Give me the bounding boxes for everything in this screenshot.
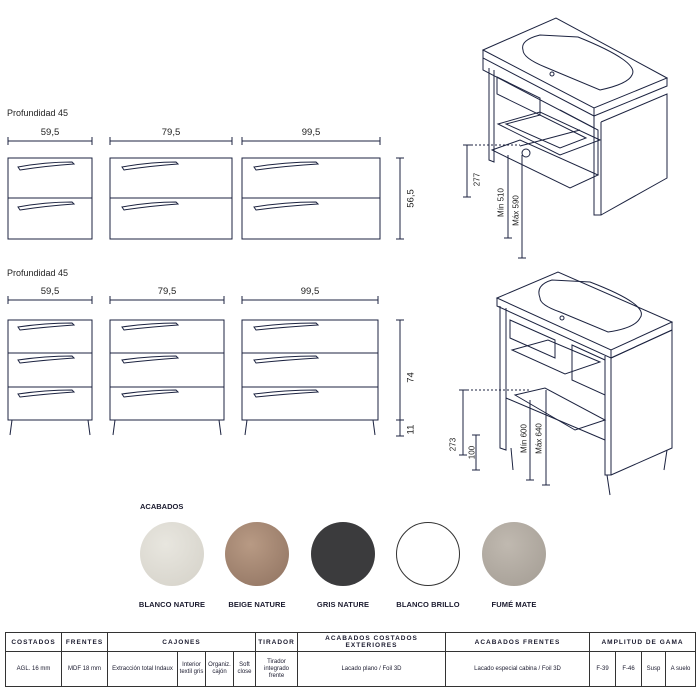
bottom-depth-label: Profundidad 45 [7,268,69,278]
header-acabados-frentes: ACABADOS FRENTES [445,632,590,652]
top-width-medium: 79,5 [161,127,181,138]
top-height: 56,5 [405,189,417,208]
swatch-fume-mate [482,522,546,586]
top-width-small: 59,5 [40,127,60,138]
bottom-width-medium: 79,5 [157,286,177,297]
cell-cajon-extraccion: Extracción total Indaux [107,651,178,687]
cell-cajon-softclose: Soft close [233,651,256,687]
cell-costados: AGL. 16 mm [5,651,62,687]
swatch-blanco-brillo [396,522,460,586]
header-costados: COSTADOS [5,632,62,652]
cell-acabados-costados: Lacado plano / Foil 3D [297,651,446,687]
swatch-label-blanco-nature: BLANCO NATURE [138,600,206,609]
header-frentes: FRENTES [61,632,108,652]
bottom-cabinet-medium [109,319,225,436]
cell-acabados-frentes: Lacado especial cabina / Foil 3D [445,651,590,687]
top-depth-label: Profundidad 45 [7,108,69,118]
iso-bottom-min: Mín 600 [519,424,529,453]
swatch-gris-nature [311,522,375,586]
header-cajones: CAJONES [107,632,256,652]
swatch-blanco-nature [140,522,204,586]
bottom-width-dims [7,296,404,437]
cell-frentes: MDF 18 mm [61,651,108,687]
swatch-beige-nature [225,522,289,586]
iso-top-max: Máx 590 [511,195,521,226]
top-cabinet-medium [109,157,233,240]
bottom-height: 74 [405,372,417,383]
spec-table: COSTADOS FRENTES CAJONES TIRADOR ACABADO… [5,632,697,687]
cell-cajon-organiz: Organiz. cajón [205,651,234,687]
bottom-cabinet-large [241,319,379,436]
swatch-label-gris-nature: GRIS NATURE [316,600,370,609]
cell-tirador: Tirador integrado frente [255,651,298,687]
header-acabados-costados: ACABADOS COSTADOS EXTERIORES [297,632,446,652]
bottom-cabinet-small [7,319,93,436]
cell-cajon-interior: Interior textil gris [177,651,206,687]
iso-bottom-100: 100 [467,445,477,460]
iso-floor-vanity [459,271,674,496]
iso-bottom-273: 273 [448,437,458,452]
bottom-width-small: 59,5 [40,286,60,297]
top-width-large: 99,5 [301,127,321,138]
top-cabinet-small [7,157,93,240]
swatch-label-fume-mate: FUMÉ MATE [491,600,537,609]
header-amplitud: AMPLITUD DE GAMA [588,632,697,652]
cell-gama-suelo: A suelo [664,651,697,687]
header-tirador: TIRADOR [255,632,298,652]
finishes-title: ACABADOS [140,502,184,511]
iso-top-min: Mín 510 [496,188,506,217]
iso-bottom-max: Máx 640 [534,423,544,454]
swatch-label-beige-nature: BEIGE NATURE [228,600,286,609]
iso-top-277: 277 [472,172,482,187]
bottom-width-large: 99,5 [300,286,320,297]
iso-wall-vanity [463,17,669,259]
swatch-label-blanco-brillo: BLANCO BRILLO [396,600,460,609]
technical-drawings [7,17,674,496]
top-cabinet-large [241,157,381,240]
cell-gama-susp: Susp [641,651,666,687]
cell-gama-f39: F-39 [589,651,616,687]
top-width-dims [7,137,404,240]
bottom-leg-height: 11 [405,424,417,435]
cell-gama-f46: F-46 [615,651,642,687]
